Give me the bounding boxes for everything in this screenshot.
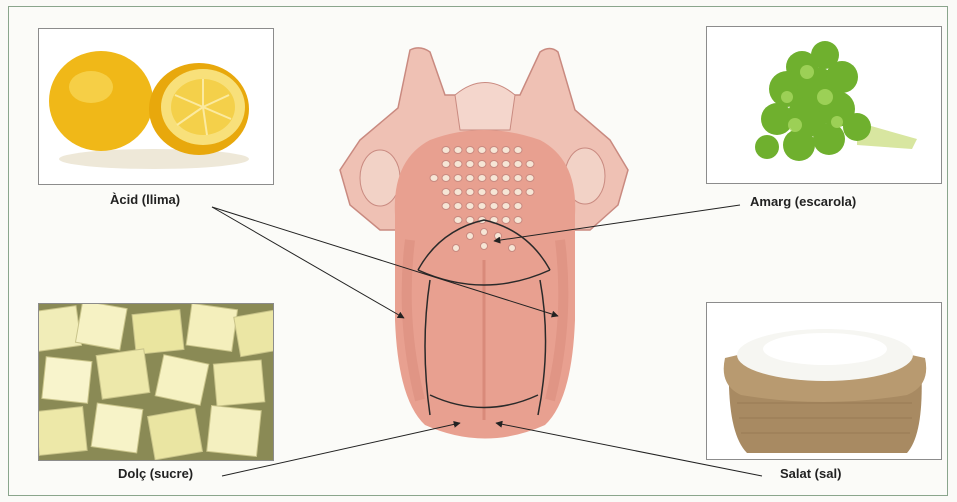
papilla — [514, 161, 522, 168]
papilla — [502, 203, 510, 210]
vallate-papilla — [481, 243, 488, 250]
papilla — [430, 175, 438, 182]
papilla — [454, 217, 462, 224]
papilla — [490, 161, 498, 168]
papilla — [502, 189, 510, 196]
label-bitter: Amarg (escarola) — [750, 194, 856, 209]
papilla — [514, 217, 522, 224]
left-tonsil — [360, 150, 400, 206]
label-acid: Àcid (llima) — [110, 192, 180, 207]
papilla — [442, 175, 450, 182]
papilla — [454, 147, 462, 154]
papilla — [526, 175, 534, 182]
papilla — [514, 147, 522, 154]
papilla — [466, 203, 474, 210]
papilla — [442, 189, 450, 196]
papilla — [514, 189, 522, 196]
vallate-papilla — [509, 245, 516, 252]
vallate-papilla — [467, 233, 474, 240]
papilla — [526, 161, 534, 168]
vallate-papilla — [481, 229, 488, 236]
papilla — [454, 161, 462, 168]
papilla — [502, 161, 510, 168]
papilla — [526, 189, 534, 196]
papilla — [490, 203, 498, 210]
papilla — [478, 203, 486, 210]
papilla — [454, 189, 462, 196]
papilla — [442, 161, 450, 168]
papilla — [478, 175, 486, 182]
papilla — [490, 189, 498, 196]
label-sweet: Dolç (sucre) — [118, 466, 193, 481]
papilla — [478, 147, 486, 154]
vallate-papilla — [453, 245, 460, 252]
papilla — [466, 175, 474, 182]
papilla — [466, 161, 474, 168]
label-salty: Salat (sal) — [780, 466, 841, 481]
papilla — [514, 175, 522, 182]
sweet-arrow — [222, 423, 460, 476]
papilla — [478, 161, 486, 168]
papilla — [502, 147, 510, 154]
papilla — [490, 147, 498, 154]
vallate-papilla — [495, 233, 502, 240]
papilla — [466, 189, 474, 196]
papilla — [478, 189, 486, 196]
papilla — [490, 175, 498, 182]
papilla — [502, 175, 510, 182]
papilla — [502, 217, 510, 224]
papilla — [454, 203, 462, 210]
papilla — [514, 203, 522, 210]
papilla — [466, 147, 474, 154]
salty-arrow — [496, 423, 762, 476]
papilla — [442, 147, 450, 154]
papilla — [454, 175, 462, 182]
papilla — [442, 203, 450, 210]
